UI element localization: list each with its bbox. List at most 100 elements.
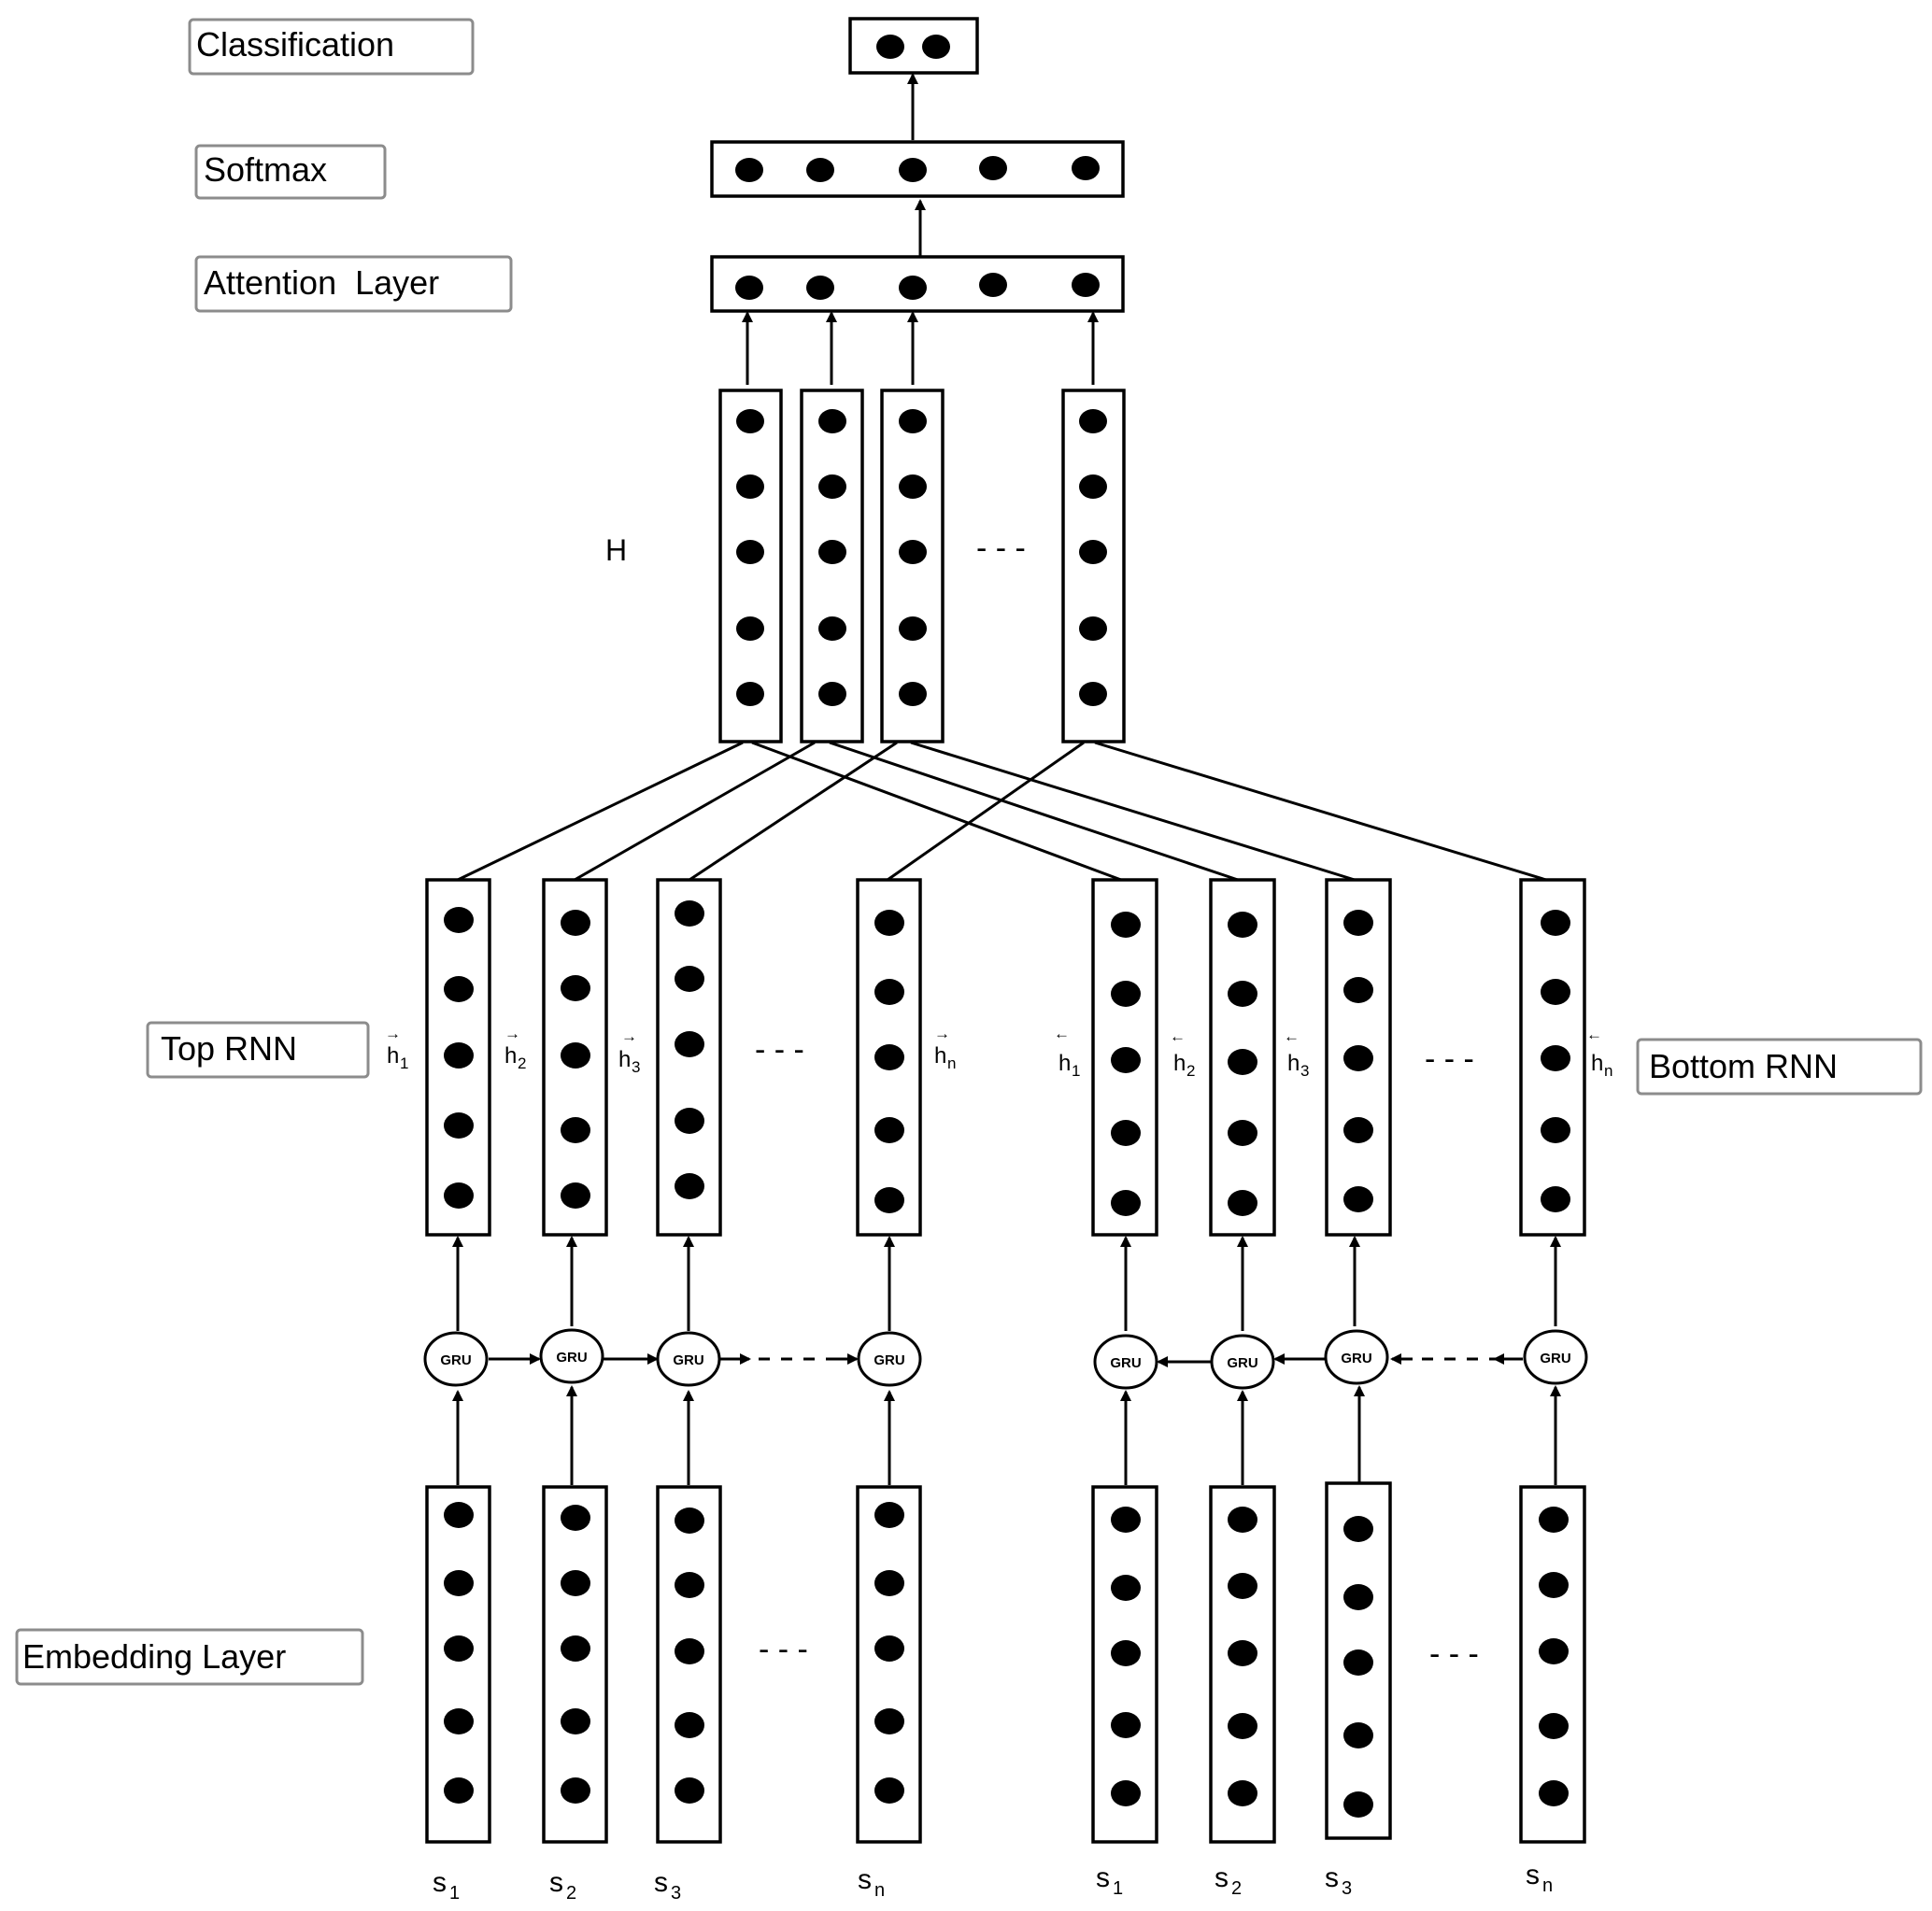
embedding-node (444, 1777, 474, 1804)
rnn-node (874, 1117, 904, 1143)
label-embedding-text: Embedding Layer (22, 1637, 286, 1676)
gru-cell-shape (539, 1328, 604, 1384)
wire-top-3 (689, 741, 898, 882)
bottom-rnn-column-1 (1091, 878, 1158, 1237)
rnn-node (1343, 1186, 1373, 1212)
gru-chain-arrows (489, 1353, 1523, 1367)
rnn-node (1111, 1120, 1141, 1146)
h-matrix: - - - (718, 389, 1126, 743)
state-index: 1 (400, 1055, 408, 1072)
embedding-node (1539, 1507, 1569, 1533)
h-node (736, 540, 764, 564)
gru-cell-backward-n: GRU (1523, 1329, 1588, 1385)
softmax-vector (710, 140, 1125, 198)
top-rnn-column-1 (425, 878, 491, 1237)
backward-state-label-2: ← h 2 (1170, 1027, 1195, 1080)
forward-arrow-glyph: → (385, 1025, 401, 1042)
forward-arrow-glyph: → (934, 1025, 950, 1042)
rnn-node (1541, 910, 1570, 936)
embedding-node (675, 1572, 704, 1598)
input-token-left-n: s n (858, 1864, 885, 1901)
embedding-column-right-3 (1325, 1481, 1392, 1840)
rnn-node (561, 975, 590, 1001)
rnn-node (874, 1187, 904, 1213)
rnn-node (1111, 1047, 1141, 1073)
embedding-node (1228, 1507, 1257, 1533)
embedding-node (1228, 1640, 1257, 1666)
embedding-node (561, 1570, 590, 1596)
classification-node (922, 35, 950, 59)
forward-arrow-glyph: → (504, 1025, 520, 1042)
classification-vector (848, 17, 979, 75)
attention-node (899, 276, 927, 300)
input-token-left-1: s 1 (433, 1867, 460, 1904)
rnn-node (675, 1031, 704, 1057)
h-column-2 (800, 389, 864, 743)
wire-bottom-3 (910, 741, 1356, 882)
gru-cell-shape (423, 1331, 489, 1387)
embedding-node (1111, 1780, 1141, 1806)
embedding-node (561, 1635, 590, 1662)
embedding-node (675, 1508, 704, 1534)
embedding-node (1228, 1573, 1257, 1599)
h-node (899, 540, 927, 564)
state-index: n (1604, 1062, 1612, 1080)
input-token-left-3: s 3 (654, 1867, 681, 1904)
h-node (818, 474, 846, 499)
h-ellipsis: - - - (976, 531, 1026, 566)
rnn-node (1343, 977, 1373, 1003)
gru-cell-forward-3: GRU (656, 1331, 721, 1387)
embedding-node (1343, 1584, 1373, 1610)
token-index: n (1542, 1876, 1553, 1896)
label-top-rnn-text: Top RNN (161, 1029, 297, 1068)
state-symbol: h (504, 1043, 517, 1069)
label-attention-text: Attention Layer (204, 263, 439, 302)
embedding-node (874, 1570, 904, 1596)
embedding-column-left-2 (542, 1485, 608, 1844)
bottom-rnn-column-n (1519, 878, 1586, 1237)
embedding-left-ellipsis: - - - (759, 1632, 808, 1667)
embedding-node (1343, 1516, 1373, 1542)
backward-arrow-glyph: ← (1054, 1025, 1070, 1042)
token-symbol: s (549, 1867, 563, 1898)
h-node (899, 682, 927, 706)
state-index: n (947, 1055, 956, 1072)
wire-top-n (887, 741, 1085, 882)
rnn-node (1111, 1190, 1141, 1216)
state-symbol: h (1287, 1051, 1300, 1076)
input-token-right-2: s 2 (1215, 1862, 1242, 1899)
embedding-node (444, 1570, 474, 1596)
rnn-node (675, 1108, 704, 1134)
token-symbol: s (1215, 1862, 1229, 1893)
embedding-node (1539, 1638, 1569, 1664)
embedding-right-ellipsis: - - - (1429, 1636, 1479, 1672)
rnn-node (1541, 979, 1570, 1005)
rnn-node (444, 976, 474, 1002)
h-node (736, 616, 764, 641)
h-node (1079, 474, 1107, 499)
top-rnn: - - - (425, 878, 922, 1237)
bottom-rnn-column-2 (1209, 878, 1276, 1237)
token-index: n (874, 1880, 885, 1901)
label-classification-text: Classification (196, 25, 394, 64)
rnn-node (1541, 1117, 1570, 1143)
gru-cell-label: GRU (874, 1352, 904, 1368)
rnn-node (561, 1182, 590, 1209)
input-token-right-1: s 1 (1096, 1862, 1123, 1899)
gru-cell-label: GRU (1110, 1355, 1141, 1371)
embedding-node (874, 1708, 904, 1734)
embedding-node (1111, 1575, 1141, 1601)
h-column-3 (880, 389, 945, 743)
input-token-right-3: s 3 (1325, 1862, 1352, 1899)
embedding-node (1111, 1507, 1141, 1533)
rnn-node (1343, 910, 1373, 936)
wire-bottom-1 (751, 741, 1122, 882)
label-top-rnn: Top RNN (146, 1021, 370, 1079)
vertical-arrows (452, 73, 1561, 1485)
top-rnn-ellipsis: - - - (755, 1032, 804, 1068)
embedding-node (675, 1712, 704, 1738)
state-symbol: h (387, 1043, 399, 1069)
gru-cell-forward-2: GRU (539, 1328, 604, 1384)
h-node (1079, 409, 1107, 433)
h-node (1079, 682, 1107, 706)
